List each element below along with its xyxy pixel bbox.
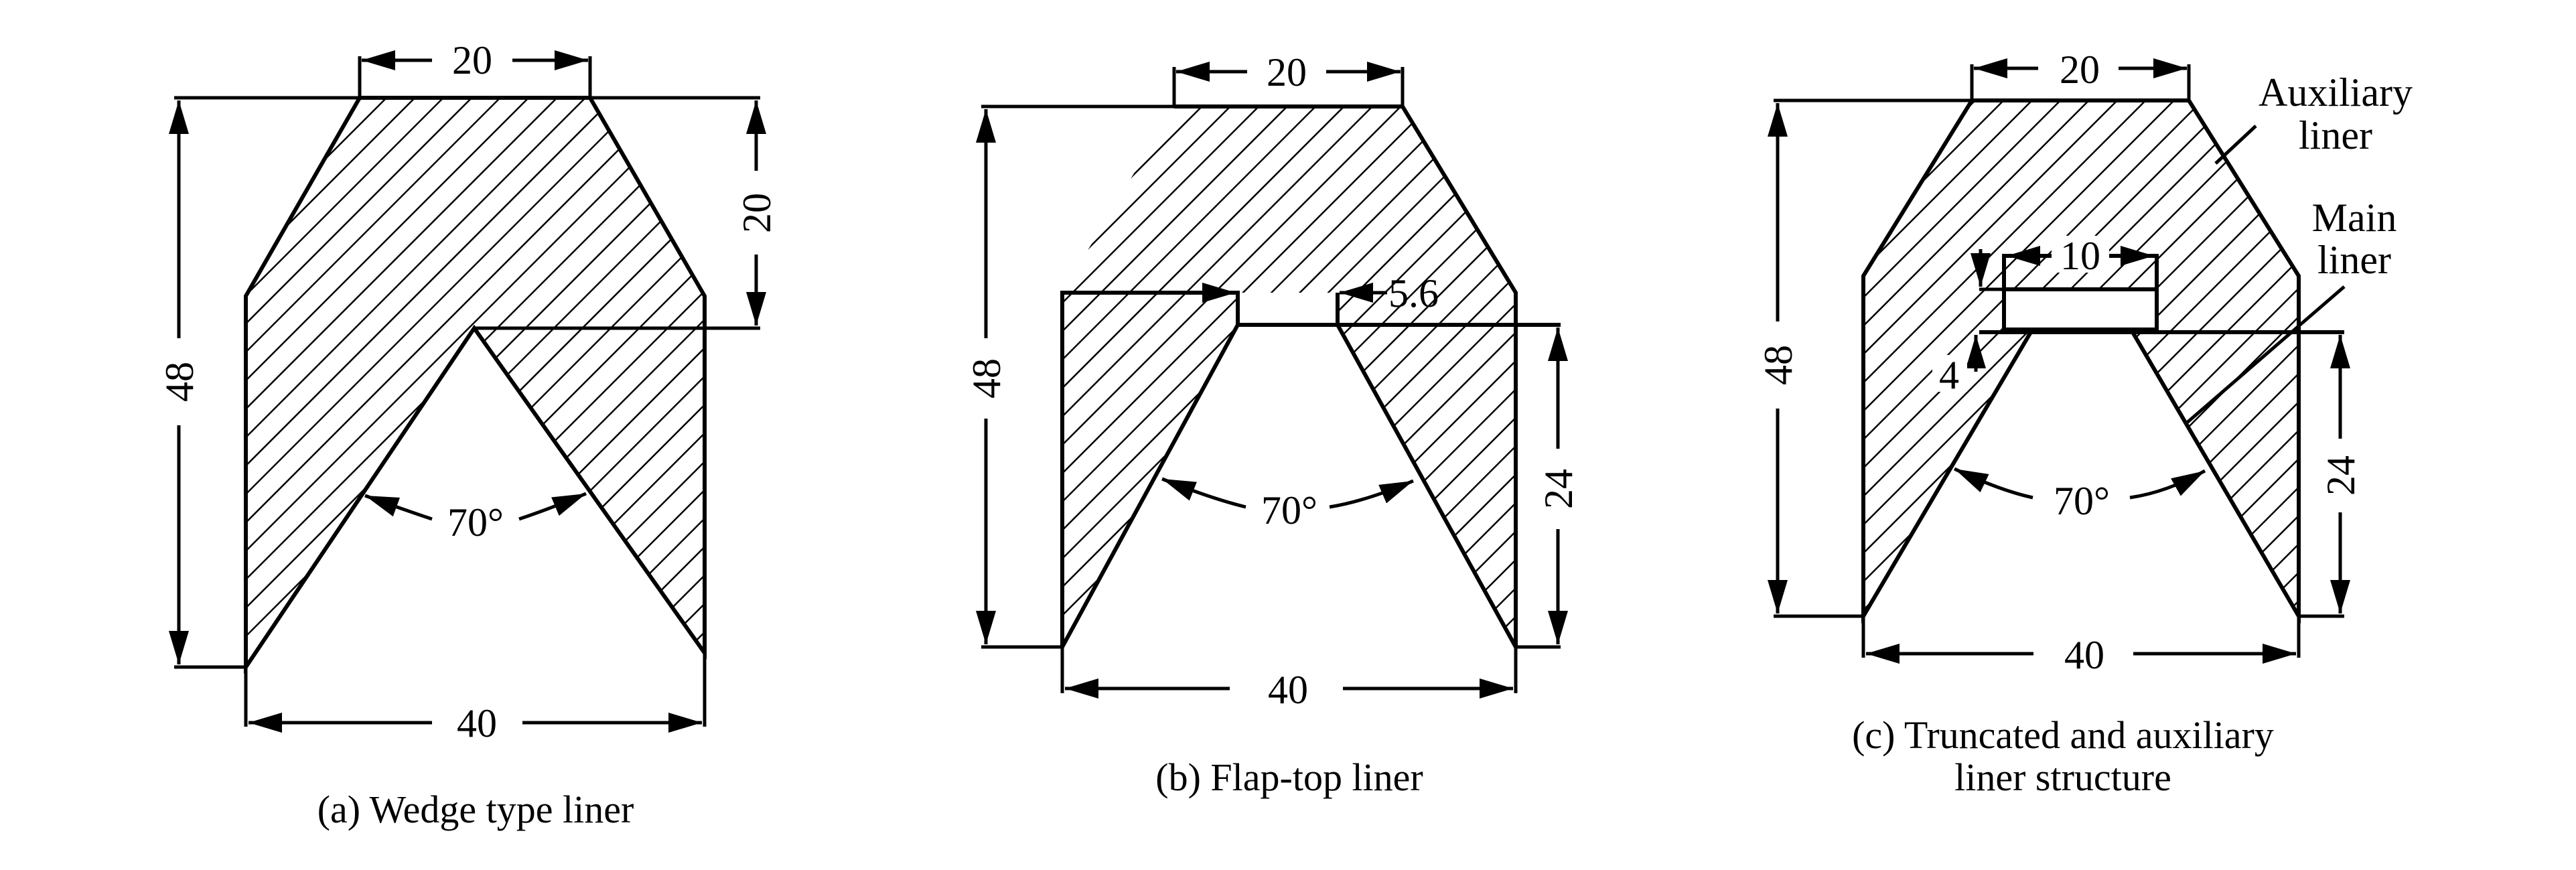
panel-truncated-auxiliary-liner: 20 48 10 4 24 40 70° Auxiliary liner Mai… <box>1756 48 2413 799</box>
dim-bottom-width: 40 <box>1268 668 1308 712</box>
caption-c-line2: liner structure <box>1954 755 2171 799</box>
label-main: Main <box>2312 196 2397 240</box>
dim-lower-height: 24 <box>1536 469 1581 509</box>
dim-bottom-width: 40 <box>2064 633 2104 677</box>
dim-height: 48 <box>964 358 1009 398</box>
liner-section-a <box>246 98 705 667</box>
dim-lower-height: 24 <box>2319 455 2363 496</box>
label-auxiliary: Auxiliary <box>2259 70 2413 115</box>
panel-wedge-type-liner: 20 48 20 40 70° (a) Wedge type liner <box>157 38 779 831</box>
label-auxiliary-liner: liner <box>2299 113 2372 157</box>
label-main-liner: liner <box>2317 238 2391 282</box>
main-leader-line <box>2185 285 2346 425</box>
caption-b: (b) Flap-top liner <box>1155 755 1423 799</box>
panel-flap-top-liner: 20 48 5.6 24 40 70° (b) Flap-top liner <box>964 50 1581 799</box>
dim-angle: 70° <box>447 500 504 545</box>
dim-top-width: 20 <box>452 38 492 82</box>
dim-upper-height: 20 <box>735 193 779 233</box>
dim-top-width: 20 <box>2060 48 2100 92</box>
liner-outline-a <box>244 96 707 674</box>
dim-top-width: 20 <box>1267 50 1307 94</box>
dim-aux-height: 4 <box>1939 353 1959 397</box>
dim-height: 48 <box>157 362 202 402</box>
dim-angle: 70° <box>1261 488 1317 532</box>
dim-height: 48 <box>1756 345 1800 385</box>
caption-a: (a) Wedge type liner <box>317 788 634 831</box>
dim-bottom-width: 40 <box>457 701 497 745</box>
caption-c-line1: (c) Truncated and auxiliary <box>1852 713 2274 757</box>
dim-angle: 70° <box>2054 479 2110 523</box>
dim-flap: 5.6 <box>1388 271 1439 315</box>
dim-aux-width: 10 <box>2060 234 2100 278</box>
auxiliary-leader-line <box>2214 125 2257 165</box>
